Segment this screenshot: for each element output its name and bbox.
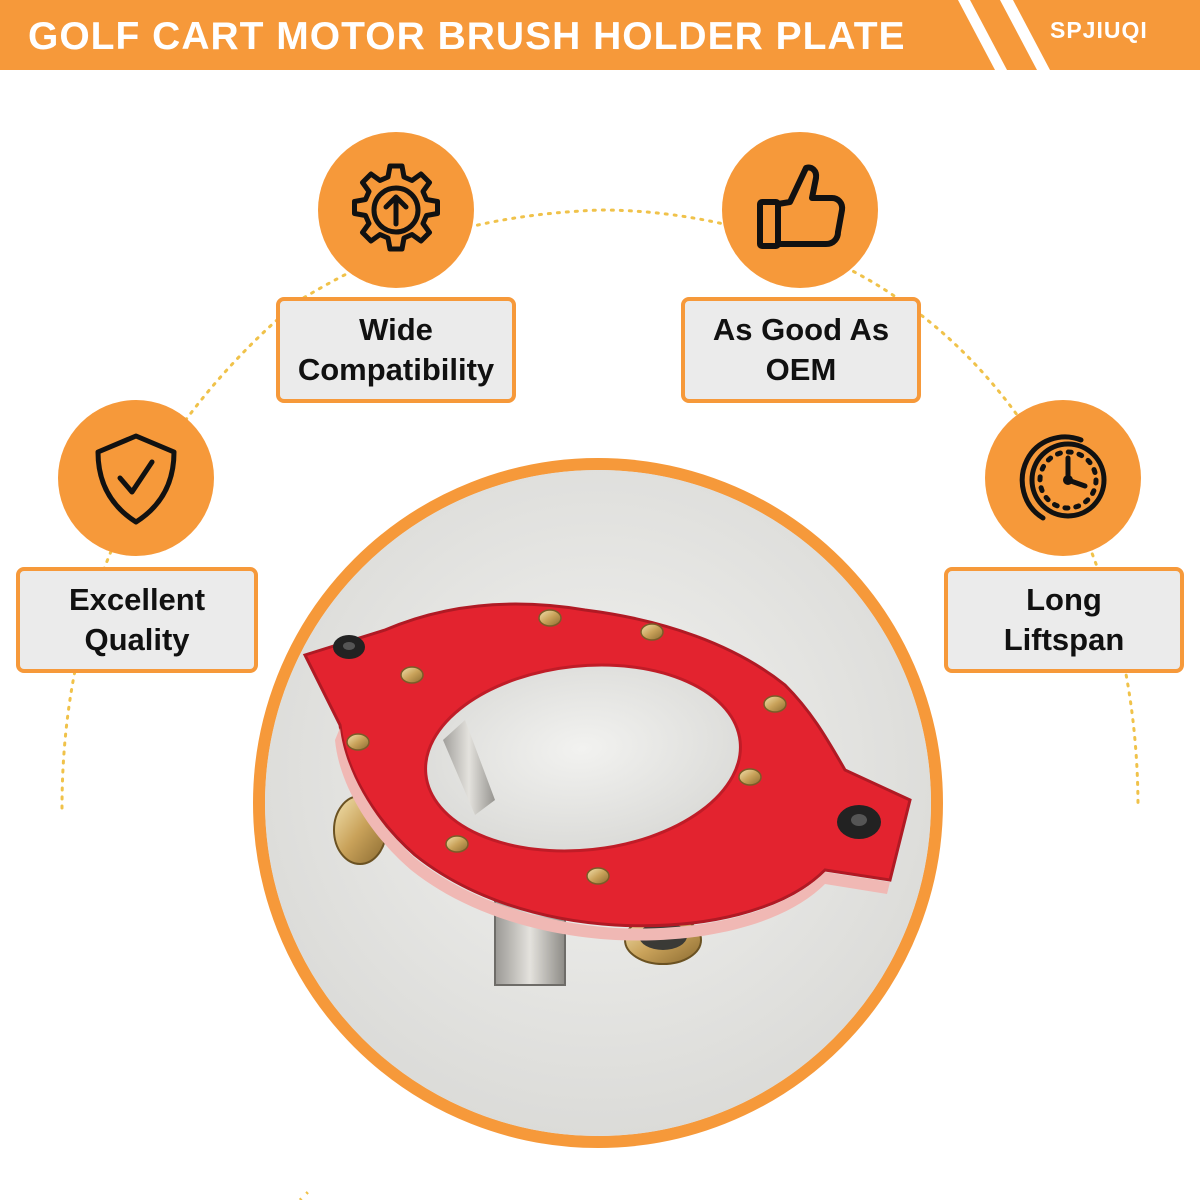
label-line: Excellent [68,582,206,617]
product-photo-circle [253,458,943,1148]
header-banner: GOLF CART MOTOR BRUSH HOLDER PLATE SPJIU… [0,0,1200,72]
label-line: Compatibility [297,352,495,387]
clock-icon-circle [985,400,1141,556]
brand-name: SPJIUQI [1050,17,1148,43]
label-line: As Good As [712,312,890,347]
label-line: Liftspan [1003,622,1125,657]
label-line: OEM [765,352,837,387]
grommets [333,635,881,839]
red-brush-holder-plate-photo [265,470,931,1136]
label-line: Long [1026,582,1102,617]
banner-shape [0,0,1200,70]
thumbs-up-icon [757,164,846,249]
shield-icon-circle [58,400,214,556]
shield-check-icon [95,433,177,525]
rivets [346,609,787,885]
label-as-good-as-oem: As Good As OEM [681,297,921,403]
banner-title: GOLF CART MOTOR BRUSH HOLDER PLATE [28,15,906,58]
thumbs-up-icon-circle [722,132,878,288]
clock-icon [1019,434,1107,521]
label-line: Wide [359,312,433,347]
label-line: Quality [84,622,190,657]
center-hole [424,663,742,853]
gear-icon-circle [318,132,474,288]
label-excellent-quality: Excellent Quality [16,567,258,673]
gear-upload-icon [352,163,440,252]
label-long-liftspan: Long Liftspan [944,567,1184,673]
label-wide-compatibility: Wide Compatibility [276,297,516,403]
